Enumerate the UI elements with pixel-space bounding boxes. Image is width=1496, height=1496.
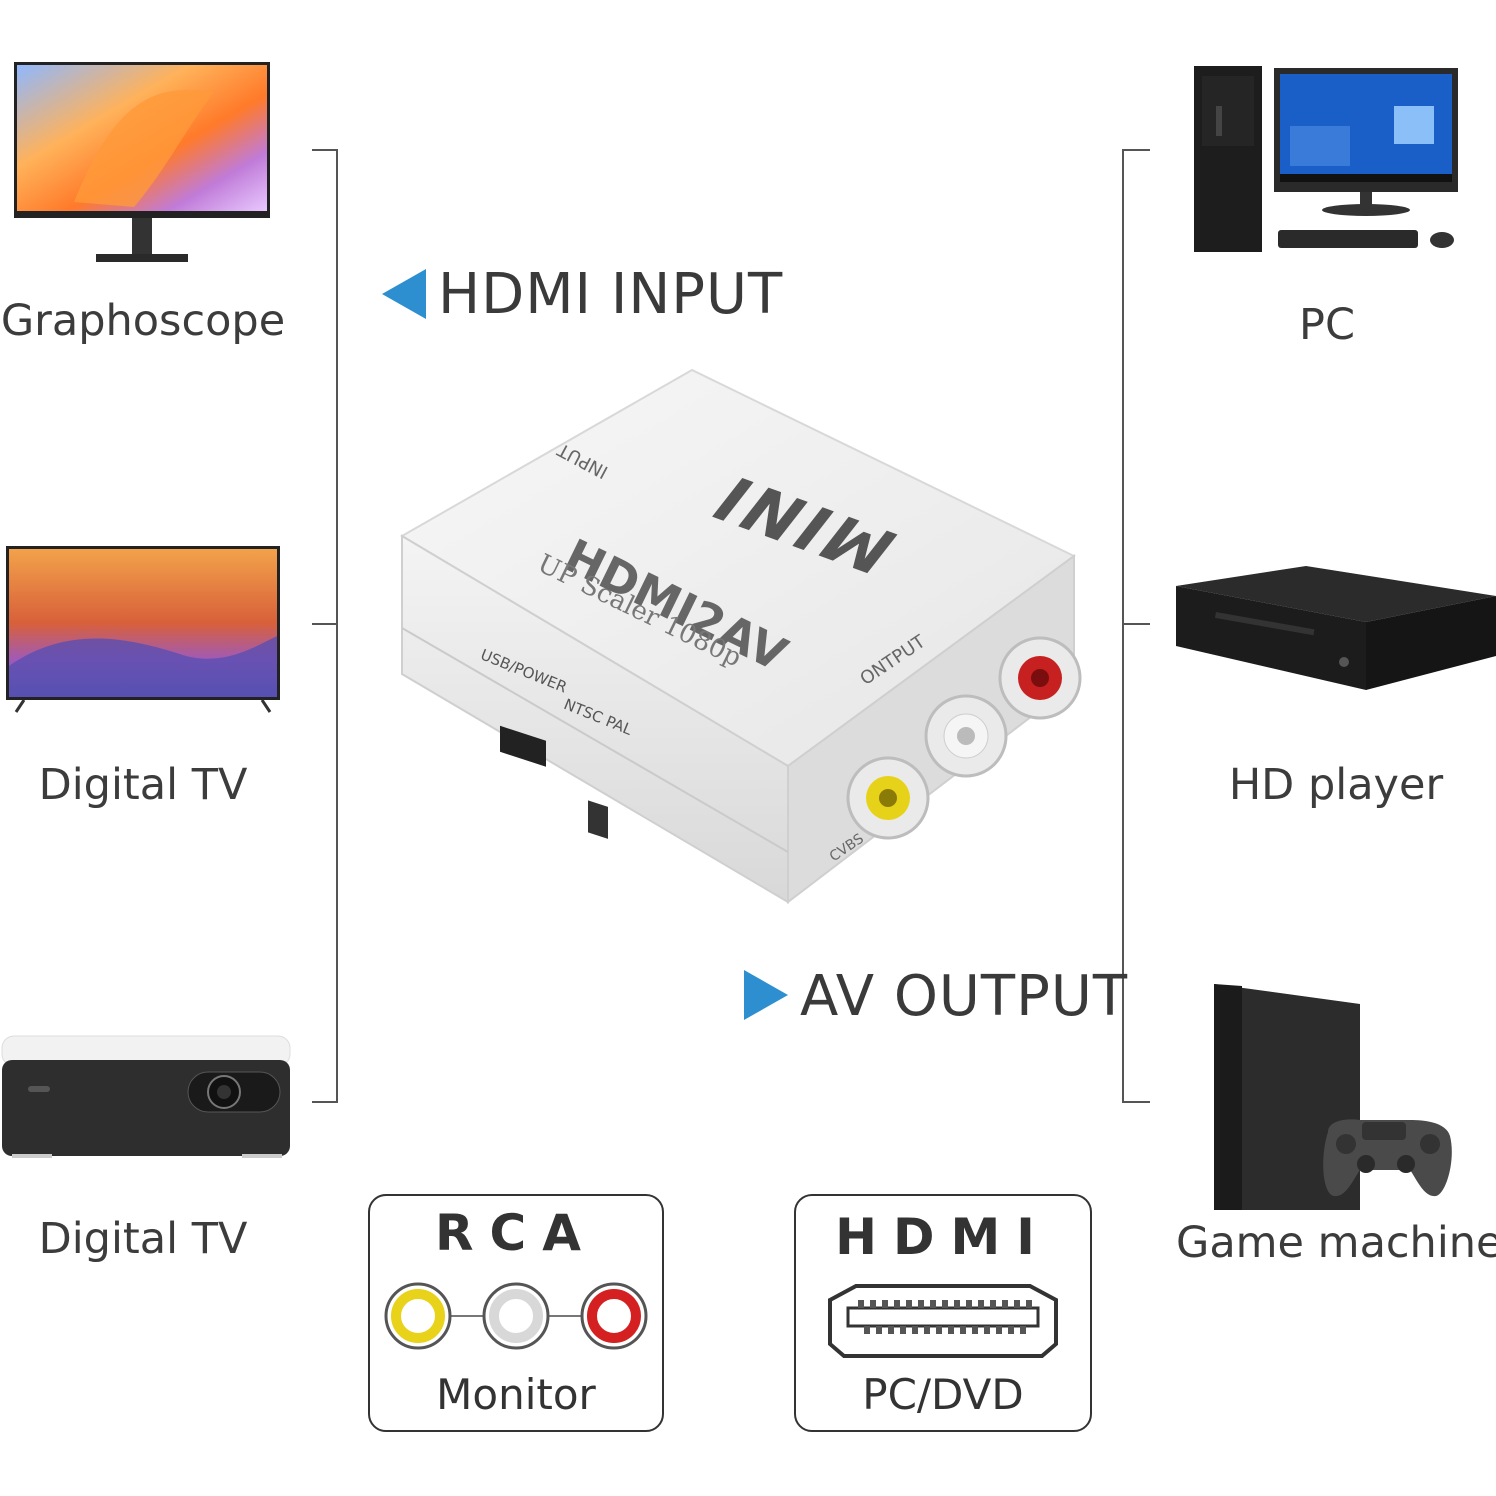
- left-bracket: [312, 149, 338, 1103]
- rca-title: RCA: [435, 1204, 597, 1262]
- game-console-icon: [1214, 984, 1452, 1210]
- game-console-device: [1210, 984, 1460, 1214]
- rca-subtitle: Monitor: [436, 1370, 596, 1419]
- rca-connector-box: RCA Monitor: [368, 1194, 664, 1432]
- hdmi-subtitle: PC/DVD: [862, 1370, 1024, 1419]
- right-bracket: [1122, 149, 1150, 1103]
- hdmi2av-adapter-icon: [400, 368, 1082, 905]
- left-bracket-tick: [312, 623, 338, 625]
- hdmi-port-icon: [828, 1284, 1058, 1358]
- device-label-digital-tv: Digital TV: [38, 760, 248, 810]
- right-bracket-tick: [1124, 623, 1150, 625]
- device-label-hd-player: HD player: [1228, 760, 1444, 810]
- projector-icon: [1, 1035, 291, 1158]
- monitor-icon: [14, 62, 270, 262]
- adapter-device: MINI HDMI2AV UP Scaler 1080p INPUT ONTPU…: [396, 366, 1086, 912]
- desktop-pc-device: [1194, 66, 1460, 256]
- device-label-graphoscope: Graphoscope: [0, 296, 286, 346]
- blu-ray-player-device: [1176, 566, 1496, 692]
- hdmi-title: HDMI: [835, 1208, 1051, 1266]
- monitor-device: [14, 62, 270, 268]
- rca-jacks-icon: [384, 1282, 648, 1350]
- output-arrow-icon: [744, 970, 788, 1020]
- device-label-pc: PC: [1299, 300, 1355, 350]
- blu-ray-player-icon: [1176, 566, 1496, 690]
- device-label-digital-tv-2: Digital TV: [38, 1214, 248, 1264]
- desktop-pc-icon: [1194, 66, 1458, 252]
- hdmi-connector-box: HDMI PC/DVD: [794, 1194, 1092, 1432]
- av-output-title: AV OUTPUT: [800, 964, 1129, 1029]
- tv-icon: [6, 546, 280, 713]
- tv-device: [6, 546, 280, 716]
- projector-device: [1, 1035, 291, 1162]
- device-label-game-machine: Game machine: [1176, 1218, 1496, 1268]
- hdmi-input-title: HDMI INPUT: [438, 262, 784, 327]
- input-arrow-icon: [382, 269, 426, 319]
